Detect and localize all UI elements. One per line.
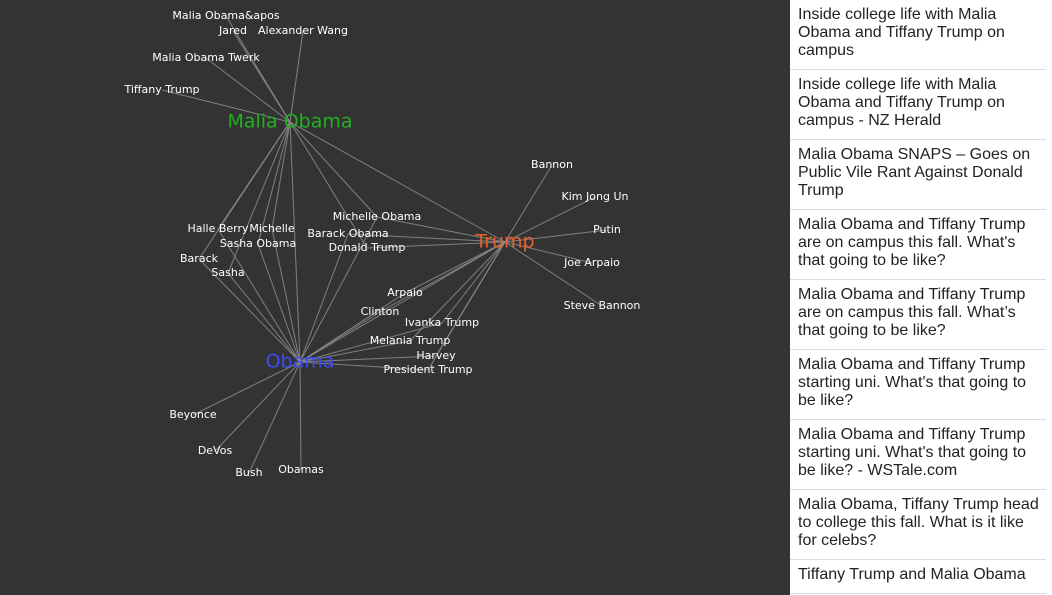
- node-donald-trump[interactable]: Donald Trump: [329, 241, 406, 254]
- node-devos[interactable]: DeVos: [198, 444, 233, 457]
- node-joe-arpaio[interactable]: Joe Arpaio: [563, 256, 620, 269]
- node-bannon[interactable]: Bannon: [531, 158, 573, 171]
- node-harvey[interactable]: Harvey: [416, 349, 456, 362]
- graph-edges: [161, 15, 608, 474]
- node-malia-twerk[interactable]: Malia Obama Twerk: [152, 51, 260, 64]
- node-michelle[interactable]: Michelle: [249, 222, 294, 235]
- edge-malia-michelle: [271, 121, 291, 230]
- edge-obama-beyonce: [192, 361, 301, 416]
- edge-obama-obamas: [299, 361, 302, 471]
- edge-trump-melania-trump: [409, 241, 506, 342]
- edge-obama-halle-berry: [217, 228, 301, 363]
- edge-obama-barack: [198, 258, 301, 363]
- edge-malia-malia-twerk: [205, 57, 291, 123]
- edge-trump-bannon: [504, 164, 553, 243]
- node-sasha-obama[interactable]: Sasha Obama: [220, 237, 297, 250]
- edge-obama-michelle-obama: [299, 216, 378, 363]
- edge-malia-jared: [232, 30, 291, 123]
- edge-obama-president-trump: [299, 361, 429, 371]
- node-bush[interactable]: Bush: [235, 466, 262, 479]
- node-clinton[interactable]: Clinton: [361, 305, 400, 318]
- edge-obama-michelle: [271, 228, 301, 363]
- edge-trump-donald-trump: [366, 241, 506, 249]
- edge-trump-barack-obama: [347, 233, 506, 243]
- node-obamas[interactable]: Obamas: [278, 463, 324, 476]
- article-list: Inside college life with Malia Obama and…: [790, 0, 1052, 595]
- edge-obama-barack-obama: [299, 233, 349, 363]
- edge-trump-michelle-obama: [376, 216, 506, 243]
- edge-obama-devos: [214, 361, 301, 452]
- edge-malia-obama: [289, 121, 301, 363]
- edge-malia-michelle-obama: [289, 121, 378, 218]
- edge-obama-harvey: [299, 355, 437, 363]
- node-putin[interactable]: Putin: [593, 223, 621, 236]
- node-tiffany-trump[interactable]: Tiffany Trump: [123, 83, 199, 96]
- edge-malia-donald-trump: [289, 121, 368, 249]
- node-alexander-wang[interactable]: Alexander Wang: [258, 24, 348, 37]
- node-michelle-obama[interactable]: Michelle Obama: [333, 210, 422, 223]
- article-item[interactable]: Tiffany Trump and Malia Obama: [790, 560, 1046, 594]
- node-halle-berry[interactable]: Halle Berry: [187, 222, 249, 235]
- article-item[interactable]: Malia Obama and Tiffany Trump are on cam…: [790, 280, 1046, 350]
- edge-malia-sasha-obama: [257, 121, 291, 245]
- edge-trump-steve-bannon: [504, 241, 603, 307]
- edge-trump-ivanka-trump: [441, 241, 506, 324]
- edge-malia-sasha: [227, 121, 291, 274]
- node-malia-apos[interactable]: Malia Obama&apos: [172, 9, 279, 22]
- edge-obama-sasha-obama: [257, 243, 301, 363]
- article-item[interactable]: Malia Obama and Tiffany Trump are on cam…: [790, 210, 1046, 280]
- node-melania-trump[interactable]: Melania Trump: [370, 334, 451, 347]
- edge-malia-alexander-wang: [289, 30, 304, 123]
- hub-node-trump[interactable]: Trump: [474, 231, 534, 253]
- node-steve-bannon[interactable]: Steve Bannon: [564, 299, 641, 312]
- node-kim-jong-un[interactable]: Kim Jong Un: [562, 190, 629, 203]
- edge-obama-melania-trump: [299, 340, 411, 363]
- edge-malia-trump: [289, 121, 506, 243]
- edge-obama-sasha: [227, 272, 301, 363]
- node-beyonce[interactable]: Beyonce: [169, 408, 217, 421]
- edge-trump-obama: [299, 241, 506, 363]
- article-item[interactable]: Inside college life with Malia Obama and…: [790, 0, 1046, 70]
- edge-trump-kim-jong-un: [504, 196, 596, 243]
- node-ivanka-trump[interactable]: Ivanka Trump: [405, 316, 479, 329]
- node-barack-obama[interactable]: Barack Obama: [307, 227, 388, 240]
- edge-trump-putin: [504, 229, 608, 243]
- edge-malia-barack: [198, 121, 291, 260]
- node-jared[interactable]: Jared: [218, 24, 247, 37]
- article-item[interactable]: Malia Obama and Tiffany Trump starting u…: [790, 420, 1046, 490]
- edge-obama-clinton: [299, 311, 381, 363]
- article-item[interactable]: Malia Obama SNAPS – Goes on Public Vile …: [790, 140, 1046, 210]
- hub-node-malia[interactable]: Malia Obama: [227, 111, 352, 133]
- edge-trump-president-trump: [427, 241, 506, 371]
- article-item[interactable]: Inside college life with Malia Obama and…: [790, 70, 1046, 140]
- article-item[interactable]: Malia Obama and Tiffany Trump starting u…: [790, 350, 1046, 420]
- node-barack[interactable]: Barack: [180, 252, 219, 265]
- node-sasha[interactable]: Sasha: [211, 266, 244, 279]
- edge-obama-ivanka-trump: [299, 322, 443, 363]
- edge-trump-arpaio: [404, 241, 506, 294]
- node-president-trump[interactable]: President Trump: [383, 363, 472, 376]
- article-item[interactable]: Malia Obama, Tiffany Trump head to colle…: [790, 490, 1046, 560]
- edge-malia-tiffany-trump: [161, 89, 291, 123]
- edge-obama-bush: [248, 361, 301, 474]
- hub-node-obama[interactable]: Obama: [266, 351, 335, 373]
- node-arpaio[interactable]: Arpaio: [387, 286, 423, 299]
- edge-trump-joe-arpaio: [504, 241, 593, 264]
